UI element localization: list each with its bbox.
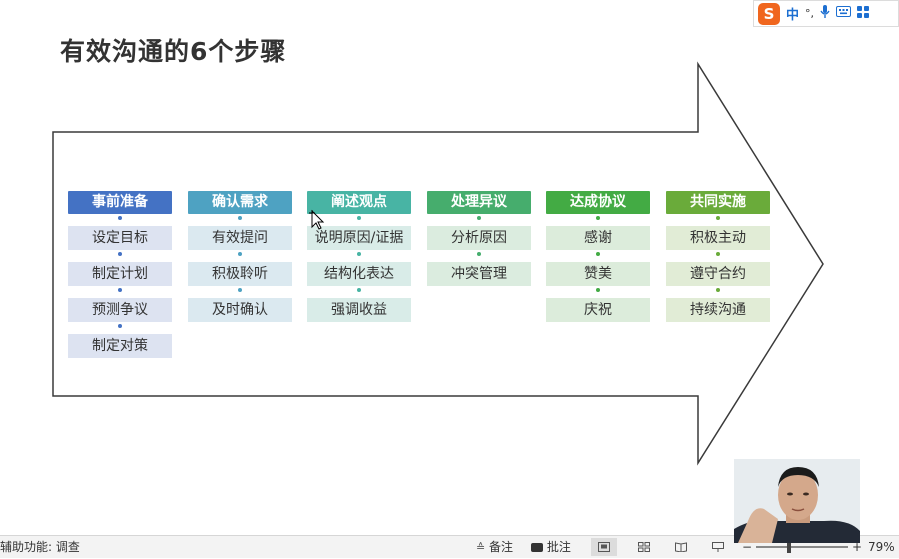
slideshow-icon (712, 542, 724, 552)
step-item[interactable]: 冲突管理 (427, 252, 531, 286)
step-item[interactable]: 设定目标 (68, 216, 172, 250)
notes-button[interactable]: ≙ 备注 (476, 536, 513, 558)
step-column-6: 共同实施积极主动遵守合约持续沟通 (666, 191, 770, 322)
ime-toolbar: S 中 °, (753, 0, 899, 27)
zoom-slider[interactable] (756, 541, 848, 553)
comments-button[interactable]: 批注 (531, 536, 571, 558)
zoom-in-button[interactable]: + (852, 540, 863, 554)
step-header[interactable]: 阐述观点 (307, 191, 411, 214)
step-item[interactable]: 预测争议 (68, 288, 172, 322)
keyboard-icon[interactable] (836, 6, 852, 21)
step-item[interactable]: 庆祝 (546, 288, 650, 322)
slide-sorter-icon (638, 542, 650, 552)
zoom-slider-thumb[interactable] (787, 541, 791, 553)
slide-canvas: 有效沟通的6个步骤 事前准备设定目标制定计划预测争议制定对策确认需求有效提问积极… (52, 37, 824, 466)
step-item[interactable]: 及时确认 (188, 288, 292, 322)
step-item[interactable]: 制定计划 (68, 252, 172, 286)
step-column-3: 阐述观点说明原因/证据结构化表达强调收益 (307, 191, 411, 322)
status-bar: 辅助功能: 调查 ≙ 备注 批注 − + 79% (0, 535, 899, 558)
step-item[interactable]: 有效提问 (188, 216, 292, 250)
zoom-out-button[interactable]: − (742, 540, 753, 554)
mouse-cursor-icon (309, 209, 325, 230)
step-item[interactable]: 赞美 (546, 252, 650, 286)
step-item[interactable]: 制定对策 (68, 324, 172, 358)
reading-view-button[interactable] (668, 538, 694, 556)
step-header[interactable]: 达成协议 (546, 191, 650, 214)
step-header[interactable]: 共同实施 (666, 191, 770, 214)
normal-view-icon (598, 542, 610, 552)
ime-punct-toggle[interactable]: °, (805, 7, 815, 20)
comments-label: 批注 (546, 540, 571, 554)
step-column-1: 事前准备设定目标制定计划预测争议制定对策 (68, 191, 172, 358)
step-item[interactable]: 说明原因/证据 (307, 216, 411, 250)
step-column-2: 确认需求有效提问积极聆听及时确认 (188, 191, 292, 322)
step-item[interactable]: 持续沟通 (666, 288, 770, 322)
comment-icon (531, 543, 543, 552)
sogou-logo-icon[interactable]: S (758, 2, 780, 25)
step-header[interactable]: 处理异议 (427, 191, 531, 214)
ime-mode-toggle[interactable]: 中 (786, 8, 800, 23)
accessibility-status[interactable]: 辅助功能: 调查 (0, 540, 80, 554)
reading-view-icon (675, 542, 687, 552)
step-item[interactable]: 感谢 (546, 216, 650, 250)
step-column-5: 达成协议感谢赞美庆祝 (546, 191, 650, 322)
step-item[interactable]: 强调收益 (307, 288, 411, 322)
step-header[interactable]: 事前准备 (68, 191, 172, 214)
notes-label: 备注 (489, 540, 514, 554)
step-item[interactable]: 遵守合约 (666, 252, 770, 286)
slide-title[interactable]: 有效沟通的6个步骤 (60, 37, 287, 66)
step-header[interactable]: 确认需求 (188, 191, 292, 214)
notes-icon: ≙ (476, 541, 486, 554)
step-item[interactable]: 分析原因 (427, 216, 531, 250)
slide-sorter-button[interactable] (631, 538, 657, 556)
step-item[interactable]: 结构化表达 (307, 252, 411, 286)
step-column-4: 处理异议分析原因冲突管理 (427, 191, 531, 286)
microphone-icon[interactable] (820, 4, 830, 23)
slideshow-button[interactable] (705, 538, 731, 556)
step-item[interactable]: 积极主动 (666, 216, 770, 250)
zoom-level[interactable]: 79% (868, 540, 895, 554)
toolbox-icon[interactable] (857, 5, 870, 22)
presenter-webcam (734, 459, 860, 543)
normal-view-button[interactable] (591, 538, 617, 556)
step-item[interactable]: 积极聆听 (188, 252, 292, 286)
